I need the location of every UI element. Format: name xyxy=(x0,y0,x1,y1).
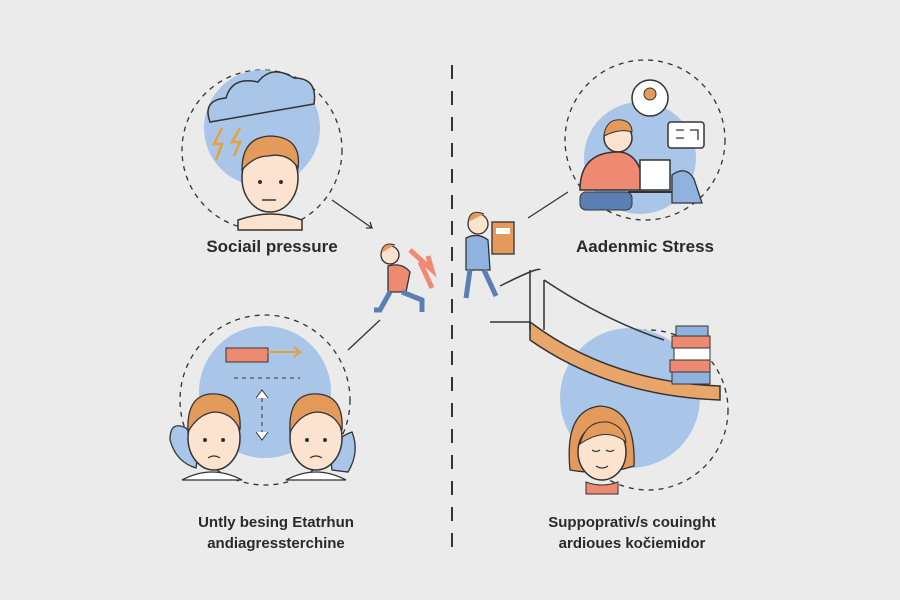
bottom-left-caption-line-2: andiagressterchine xyxy=(207,535,345,552)
social-pressure-illustration xyxy=(181,69,373,231)
calm-girl-face-icon xyxy=(568,405,635,495)
storm-cloud-icon xyxy=(207,71,316,161)
social-pressure-label: Sociail pressure xyxy=(206,237,338,256)
bridge-icon xyxy=(490,268,721,401)
bottom-right-caption: Suppoprativ/s couinght ardioues kočiemid… xyxy=(548,512,716,554)
student-laptop-icon xyxy=(579,119,703,211)
academic-stress-illustration xyxy=(527,59,726,221)
bottom-right-caption-line-2: ardioues kočiemidor xyxy=(558,535,706,552)
bottom-left-caption: Untly besing Etatrhun andiagressterchine xyxy=(198,512,354,554)
sad-face-right-icon xyxy=(285,393,347,481)
stack-of-books-icon xyxy=(669,325,711,385)
sad-face-left-icon xyxy=(181,393,243,481)
person-carrying-box-icon xyxy=(463,211,515,299)
supportive-counseling-illustration xyxy=(490,268,729,495)
arrows-icon xyxy=(225,346,303,441)
bottom-right-caption-line-1: Suppoprativ/s couinght xyxy=(548,514,716,531)
running-person-icon xyxy=(374,243,437,313)
stressed-face-icon xyxy=(237,135,303,231)
document-bubble-icon xyxy=(667,121,705,149)
academic-stress-label: Aadenmic Stress xyxy=(576,237,714,256)
bottom-left-caption-line-1: Untly besing Etatrhun xyxy=(198,514,354,531)
chat-bubble-icon xyxy=(631,79,669,117)
peer-relationships-illustration xyxy=(169,314,381,486)
